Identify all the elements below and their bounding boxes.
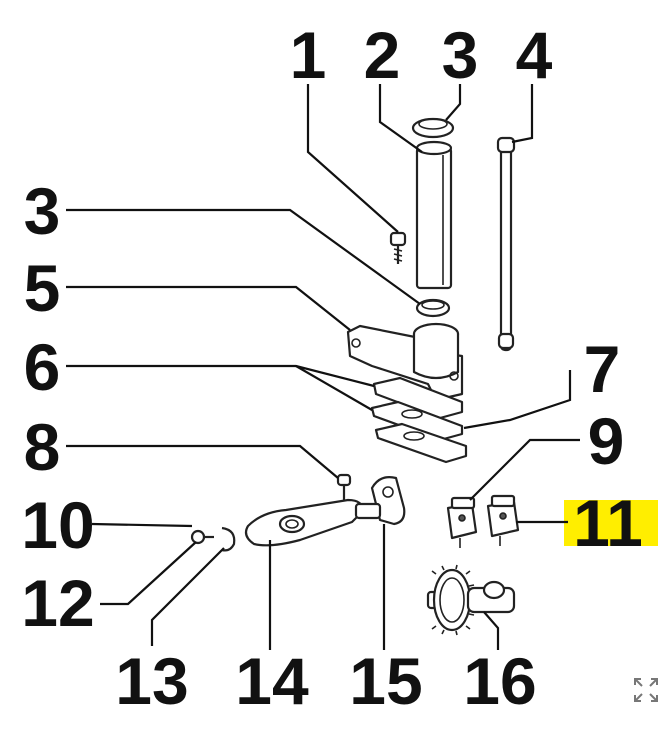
leader-13: [150, 547, 225, 646]
leader-5: [66, 285, 351, 331]
part-10-screw: [190, 529, 214, 545]
label-1: 1: [290, 18, 327, 92]
label-5: 5: [24, 251, 61, 325]
part-5-bracket: [346, 322, 464, 402]
leader-12: [100, 541, 197, 606]
label-4: 4: [516, 18, 553, 92]
highlight-box-11: [564, 500, 658, 546]
label-7: 7: [584, 332, 621, 406]
part-11-tappet: [486, 494, 520, 546]
leader-2: [378, 84, 423, 153]
leader-1: [306, 84, 399, 233]
part-13-clip: [221, 526, 236, 552]
label-15: 15: [349, 644, 422, 718]
leader-6a: [66, 364, 375, 388]
label-6: 6: [24, 330, 61, 404]
part-8-screw: [336, 473, 352, 500]
part-3-seal-top: [411, 117, 455, 139]
leader-7: [463, 370, 572, 430]
part-4-pushrod: [496, 136, 516, 352]
label-2: 2: [364, 18, 401, 92]
leader-4: [511, 84, 534, 144]
label-13: 13: [115, 644, 188, 718]
label-10: 10: [21, 488, 94, 562]
leader-6b: [295, 365, 373, 411]
label-9: 9: [588, 404, 625, 478]
part-9-tappet: [446, 496, 478, 548]
part-1-bolt: [389, 231, 407, 264]
leader-8: [66, 444, 339, 479]
leader-3-lower: [66, 208, 421, 305]
part-2-tube: [415, 140, 453, 290]
label-11: 11: [573, 486, 643, 560]
leader-9: [469, 438, 580, 501]
label-3-lower: 3: [24, 174, 61, 248]
part-14-rocker-arm: [244, 498, 364, 547]
label-8: 8: [24, 410, 61, 484]
part-15-shaft-bracket: [354, 476, 406, 526]
label-14: 14: [235, 644, 309, 718]
part-16-camshaft: [426, 564, 516, 636]
leader-16: [483, 611, 500, 650]
label-12: 12: [21, 566, 94, 640]
part-6-plate-middle: [370, 400, 464, 442]
label-3-top: 3: [442, 18, 479, 92]
part-3-seal-bottom: [415, 298, 451, 318]
expand-icon[interactable]: [632, 676, 660, 704]
part-6-plate-upper: [372, 376, 464, 420]
label-16: 16: [463, 644, 536, 718]
leader-3-top: [445, 84, 462, 121]
part-7-plate-lower: [374, 422, 468, 464]
leader-10: [91, 522, 193, 528]
